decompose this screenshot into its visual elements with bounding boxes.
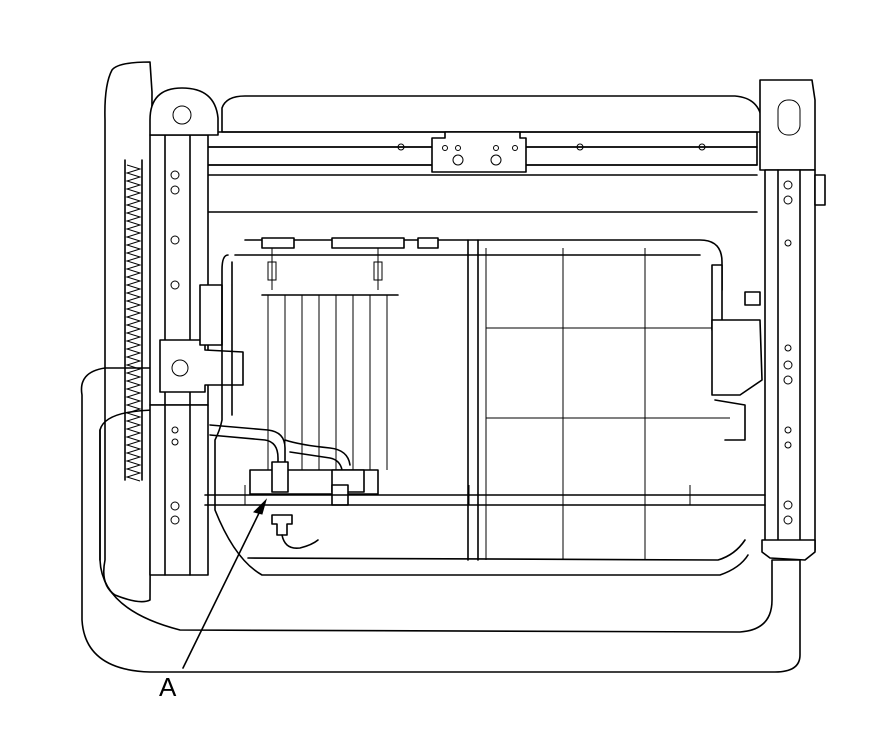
- right-seat-rail: [759, 79, 826, 561]
- upper-panel-outline: [221, 95, 763, 133]
- connector-a: [271, 514, 319, 550]
- left-spring: [124, 159, 143, 482]
- left-seat-rail: [149, 87, 244, 576]
- seat-mat-grid: [485, 248, 740, 560]
- callout-a-leader: [182, 498, 268, 669]
- sensor-frame-tube: [214, 237, 749, 576]
- wiring-harness: [204, 424, 766, 506]
- callout-label-a: A: [159, 672, 177, 702]
- left-side-cover: [102, 61, 153, 603]
- right-mechanism: [711, 264, 763, 441]
- top-center-bracket: [431, 131, 527, 173]
